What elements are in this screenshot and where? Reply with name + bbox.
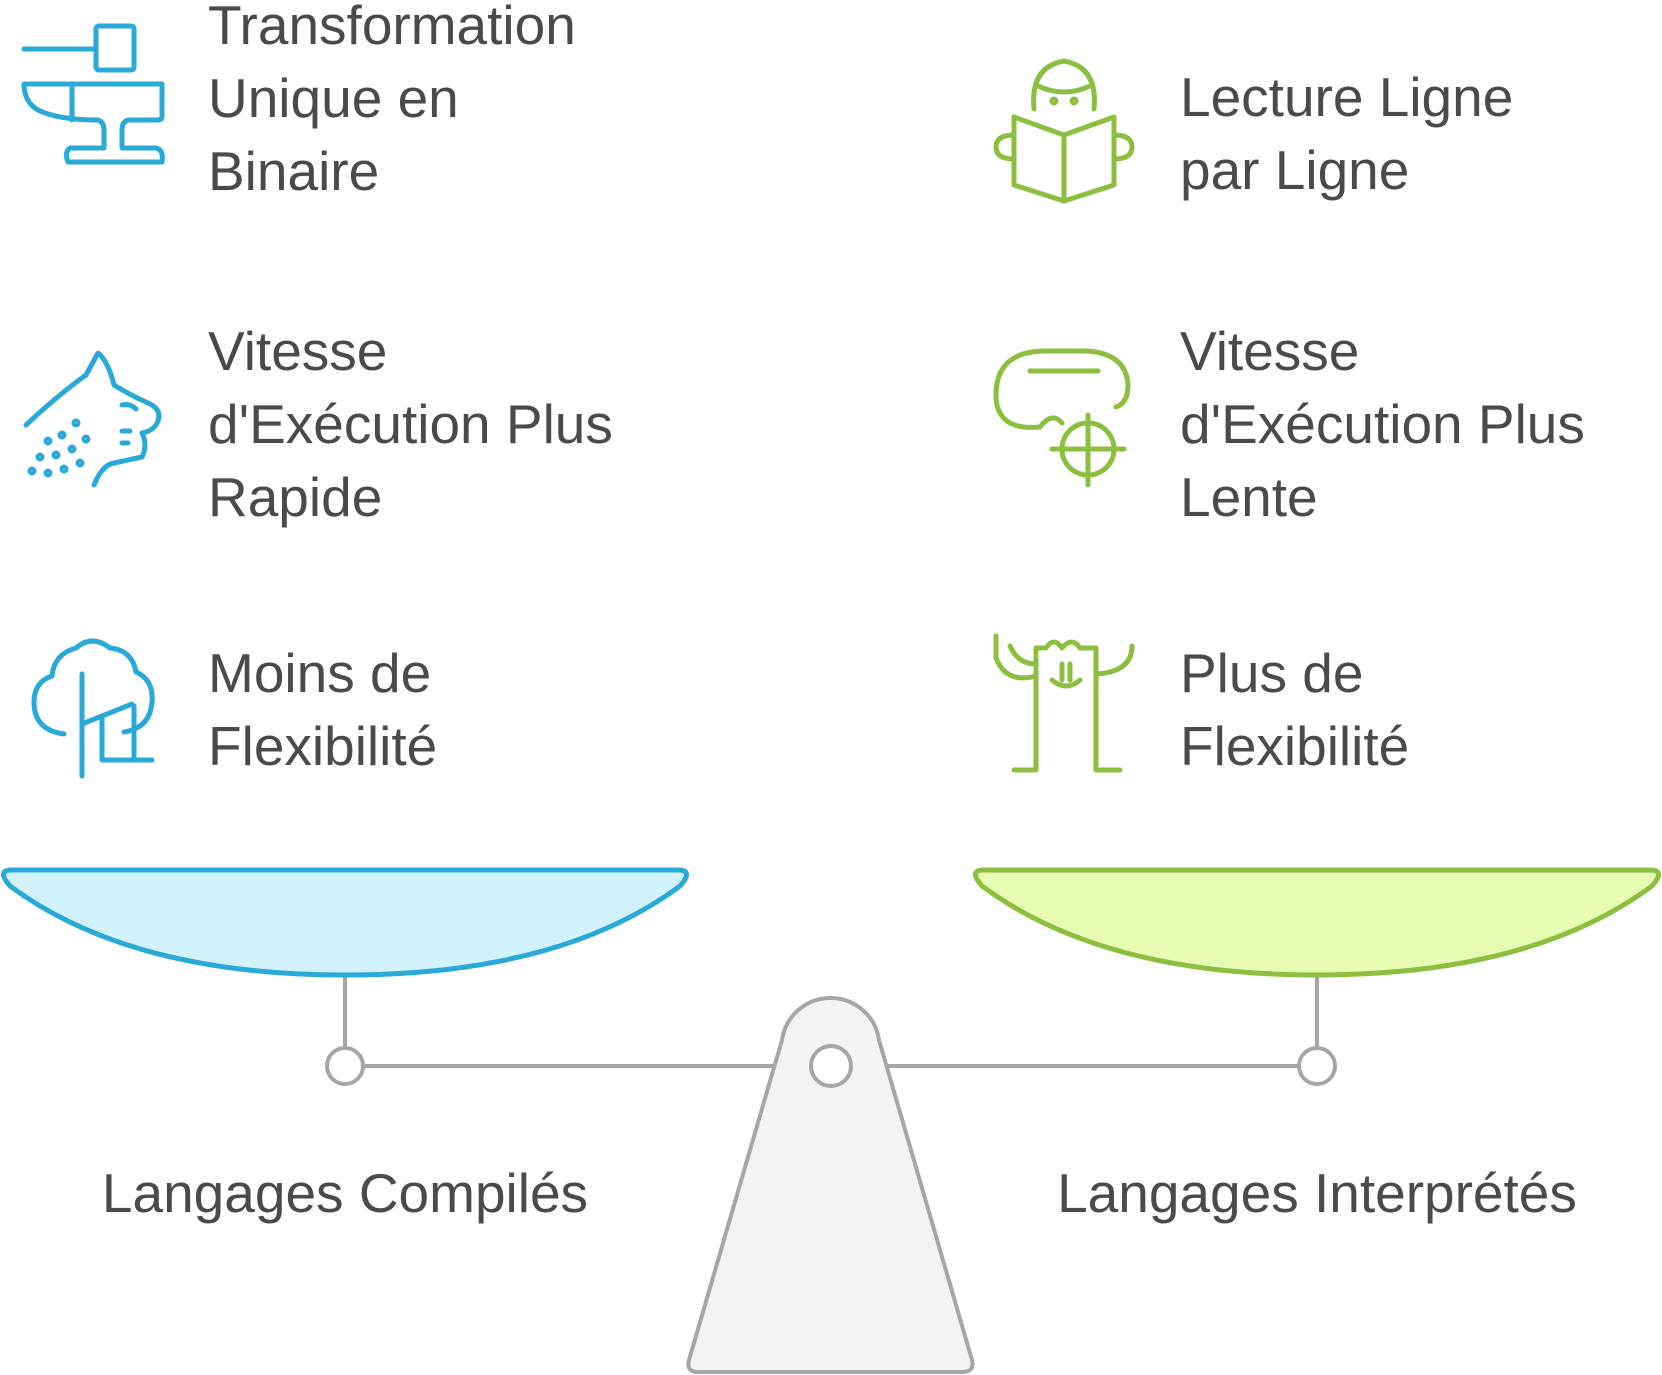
- left-pan: [1, 867, 689, 978]
- text-line: Lecture Ligne: [1180, 66, 1514, 128]
- right-pan: [973, 867, 1661, 978]
- bamboo-figure-icon: [993, 633, 1135, 773]
- anvil-hammer-icon: [21, 23, 165, 165]
- snail-target-icon: [993, 348, 1131, 488]
- text-line: Unique en: [208, 67, 459, 129]
- right-item-3-text: Plus de Flexibilité: [1180, 637, 1409, 783]
- text-line: Rapide: [208, 466, 383, 528]
- text-line: Vitesse: [1180, 320, 1360, 382]
- text-line: Vitesse: [208, 320, 388, 382]
- person-reading-book-icon: [993, 58, 1135, 204]
- right-side-title: Langages Interprétés: [1057, 1162, 1577, 1224]
- text-line: Flexibilité: [208, 715, 438, 777]
- left-pivot: [325, 1046, 365, 1086]
- right-pivot: [1297, 1046, 1337, 1086]
- text-line: d'Exécution Plus: [1180, 393, 1585, 455]
- left-item-1-text: Transformation Unique en Binaire: [208, 0, 576, 208]
- text-line: Plus de: [1180, 642, 1364, 704]
- right-item-2-text: Vitesse d'Exécution Plus Lente: [1180, 315, 1585, 534]
- cheetah-icon: [23, 350, 162, 488]
- center-pivot: [809, 1044, 853, 1088]
- left-side-title: Langages Compilés: [101, 1162, 589, 1224]
- text-line: Transformation: [208, 0, 576, 56]
- tree-icon: [31, 638, 155, 779]
- text-line: Binaire: [208, 140, 380, 202]
- scale-fulcrum: [686, 995, 975, 1374]
- text-line: Lente: [1180, 466, 1318, 528]
- text-line: par Ligne: [1180, 139, 1410, 201]
- right-item-1-text: Lecture Ligne par Ligne: [1180, 61, 1513, 207]
- text-line: Moins de: [208, 642, 432, 704]
- text-line: d'Exécution Plus: [208, 393, 613, 455]
- text-line: Flexibilité: [1180, 715, 1410, 777]
- left-item-3-text: Moins de Flexibilité: [208, 637, 437, 783]
- left-item-2-text: Vitesse d'Exécution Plus Rapide: [208, 315, 613, 534]
